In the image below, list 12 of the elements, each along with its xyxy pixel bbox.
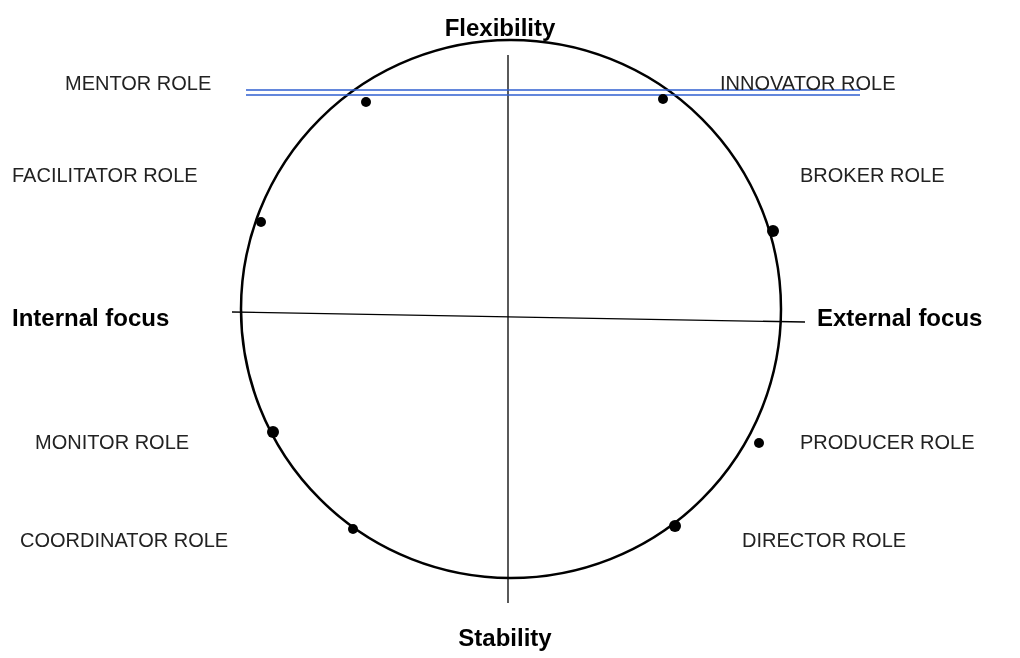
role-label: PRODUCER ROLE — [800, 431, 975, 453]
axis-label: Internal focus — [12, 304, 170, 332]
role-label: FACILITATOR ROLE — [12, 164, 198, 186]
role-label: DIRECTOR ROLE — [742, 529, 907, 551]
role-label: INNOVATOR ROLE — [720, 72, 896, 94]
axis-label: Stability — [458, 624, 552, 652]
axis-label: Flexibility — [444, 14, 556, 42]
role-label: COORDINATOR ROLE — [20, 529, 229, 551]
role-label: MONITOR ROLE — [35, 431, 190, 453]
role-label: BROKER ROLE — [800, 164, 945, 186]
role-label: MENTOR ROLE — [65, 72, 212, 94]
axis-label: External focus — [817, 304, 983, 332]
